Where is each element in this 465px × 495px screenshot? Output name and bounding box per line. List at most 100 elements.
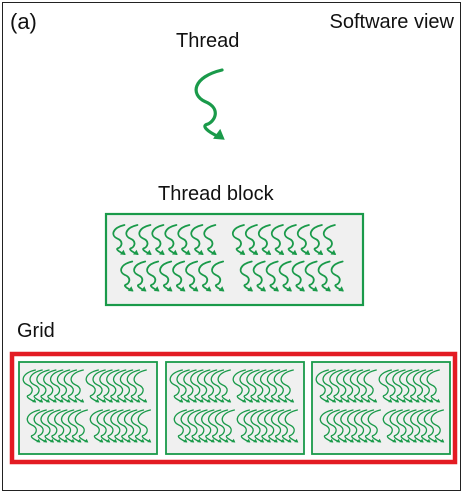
thread-icon bbox=[340, 409, 354, 443]
thread-stroke bbox=[92, 369, 106, 403]
thread-icon bbox=[117, 409, 131, 443]
thread-arrowhead bbox=[419, 438, 424, 443]
thread-stroke bbox=[133, 369, 147, 403]
thread-icon bbox=[217, 369, 232, 403]
thread-arrowhead bbox=[246, 438, 251, 443]
thread-arrowhead bbox=[183, 438, 188, 443]
thread-stroke bbox=[29, 369, 43, 403]
thread-icon bbox=[243, 409, 258, 443]
thread-group bbox=[378, 369, 441, 403]
thread-arrowhead bbox=[247, 286, 254, 292]
thread-icon bbox=[239, 260, 254, 292]
thread-arrowhead bbox=[59, 398, 64, 403]
thread-stroke bbox=[349, 369, 364, 403]
thread-arrowhead bbox=[260, 438, 265, 443]
thread-stroke bbox=[185, 260, 199, 292]
thread-icon bbox=[403, 409, 417, 443]
thread-stroke bbox=[56, 369, 71, 403]
thread-icon bbox=[210, 369, 225, 403]
thread-arrowhead bbox=[218, 286, 225, 292]
thread-stroke bbox=[203, 224, 217, 255]
software-view-frame bbox=[2, 2, 461, 491]
thread-icon bbox=[211, 260, 225, 292]
thread-icon bbox=[278, 260, 292, 292]
thread-stroke bbox=[252, 260, 266, 292]
thread-stroke bbox=[74, 409, 89, 443]
thread-icon bbox=[85, 369, 100, 403]
thread-icon bbox=[392, 369, 406, 403]
thread-stroke bbox=[138, 224, 152, 255]
thread-icon bbox=[120, 260, 134, 292]
thread-icon bbox=[173, 409, 188, 443]
thread-icon bbox=[360, 409, 375, 443]
thread-arrowhead bbox=[129, 398, 134, 403]
thread-arrowhead bbox=[203, 438, 208, 443]
thread-arrowhead bbox=[166, 286, 173, 292]
thread-arrowhead bbox=[329, 438, 334, 443]
thread-icon bbox=[70, 369, 85, 403]
thread-icon bbox=[416, 409, 431, 443]
thread-stroke bbox=[356, 369, 371, 403]
thread-stroke bbox=[49, 369, 64, 403]
thread-icon bbox=[67, 409, 82, 443]
thread-icon bbox=[396, 409, 411, 443]
thread-icon bbox=[123, 409, 138, 443]
thread-icon bbox=[322, 369, 337, 403]
thread-arrowhead bbox=[220, 398, 225, 403]
thread-stroke bbox=[33, 409, 47, 443]
thread-group bbox=[169, 369, 232, 403]
thread-stroke bbox=[340, 409, 354, 443]
thread-stroke bbox=[278, 260, 292, 292]
thread-arrowhead bbox=[133, 438, 138, 443]
thread-icon bbox=[257, 409, 271, 443]
thread-stroke bbox=[130, 409, 145, 443]
thread-arrowhead bbox=[227, 398, 232, 403]
thread-stroke bbox=[190, 369, 204, 403]
thread-stroke bbox=[284, 409, 299, 443]
thread-stroke bbox=[169, 369, 183, 403]
thread-arrowhead bbox=[147, 438, 152, 443]
thread-icon bbox=[43, 369, 57, 403]
thread-group bbox=[239, 260, 344, 292]
thread-arrowhead bbox=[39, 398, 44, 403]
thread-stroke bbox=[399, 369, 413, 403]
thread-icon bbox=[349, 369, 364, 403]
thread-icon bbox=[419, 369, 434, 403]
thread-icon bbox=[159, 260, 173, 292]
thread-icon bbox=[33, 409, 48, 443]
thread-group bbox=[22, 369, 85, 403]
thread-icon bbox=[405, 369, 420, 403]
thread-group bbox=[382, 409, 445, 443]
thread-arrowhead bbox=[412, 438, 417, 443]
thread-stroke bbox=[203, 369, 218, 403]
thread-stroke bbox=[392, 369, 406, 403]
thread-arrowhead bbox=[120, 249, 126, 255]
thread-icon bbox=[296, 224, 311, 255]
thread-arrowhead bbox=[325, 286, 331, 292]
thread-icon bbox=[176, 369, 191, 403]
thread-arrowhead bbox=[136, 398, 141, 403]
thread-stroke bbox=[172, 260, 186, 292]
thread-arrowhead bbox=[370, 438, 375, 443]
thread-stroke bbox=[296, 224, 310, 255]
thread-icon bbox=[232, 369, 247, 403]
thread-icon bbox=[317, 260, 331, 292]
thread-icon bbox=[389, 409, 404, 443]
thread-icon bbox=[423, 409, 438, 443]
thread-arrowhead bbox=[356, 438, 361, 443]
thread-arrowhead bbox=[115, 398, 120, 403]
thread-stroke bbox=[309, 224, 323, 255]
thread-icon bbox=[412, 369, 427, 403]
panel-label: (a) bbox=[10, 9, 37, 34]
thread-icon bbox=[236, 409, 251, 443]
thread-arrowhead bbox=[186, 398, 191, 403]
thread-stroke bbox=[123, 409, 138, 443]
thread-icon bbox=[430, 409, 445, 443]
thread-arrowhead bbox=[231, 438, 236, 443]
thread-icon bbox=[382, 409, 397, 443]
thread-arrowhead bbox=[217, 438, 222, 443]
thread-stroke bbox=[70, 369, 84, 403]
thread-icon bbox=[169, 369, 184, 403]
thread-icon bbox=[363, 369, 378, 403]
